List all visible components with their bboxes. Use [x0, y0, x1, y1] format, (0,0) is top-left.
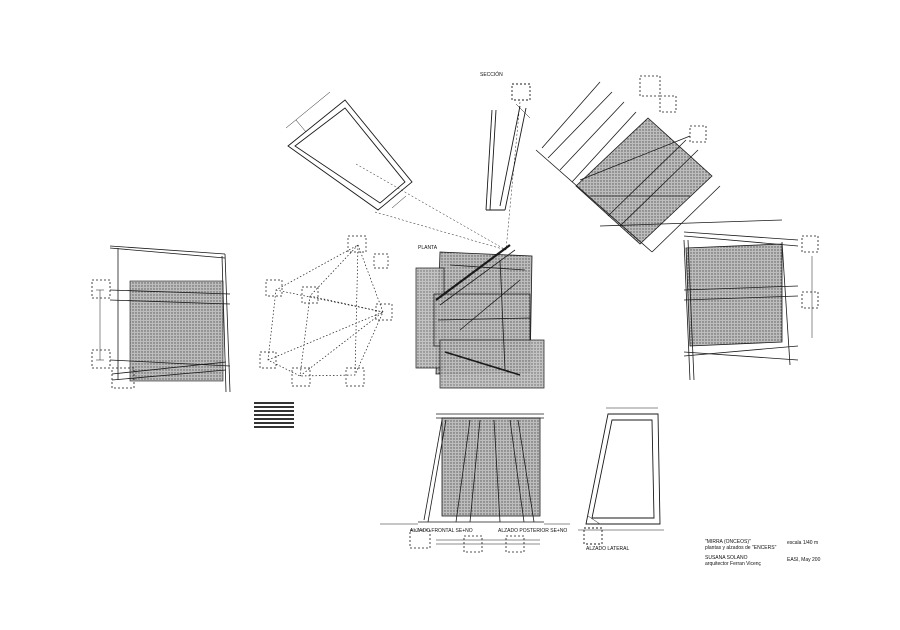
dotted-plan-diagram — [267, 244, 384, 377]
date-label: EASI, May 200 — [787, 557, 821, 563]
scale-label: escala 1/40 m — [787, 540, 819, 546]
central-plan — [415, 244, 545, 389]
legend-text-block — [254, 402, 294, 428]
top-right-elevation — [535, 75, 783, 253]
right-elevation — [683, 231, 819, 381]
left-elevation — [91, 245, 231, 393]
section-label: SECCIÓN — [480, 72, 503, 78]
plan-label: PLANTA — [418, 245, 438, 251]
back-elevation-label: ALZADO POSTERIOR SE+NO — [498, 528, 568, 534]
title-line-1: "MIRRA (ONCEOS)" — [705, 539, 751, 545]
front-elevation-label: ALZADO FRONTAL SE+NO — [410, 528, 473, 534]
author-label: SUSANA SOLANO — [705, 555, 748, 561]
architect-label: arquitector Ferran Vicenç — [705, 561, 762, 567]
title-line-2: plantas y alzados de "ENCERS" — [705, 545, 777, 551]
bottom-elevation — [380, 413, 570, 553]
side-elevation-label: ALZADO LATERAL — [586, 546, 630, 552]
top-section — [485, 83, 531, 211]
bottom-right-elevation — [578, 407, 664, 545]
top-left-elevation — [285, 91, 413, 211]
